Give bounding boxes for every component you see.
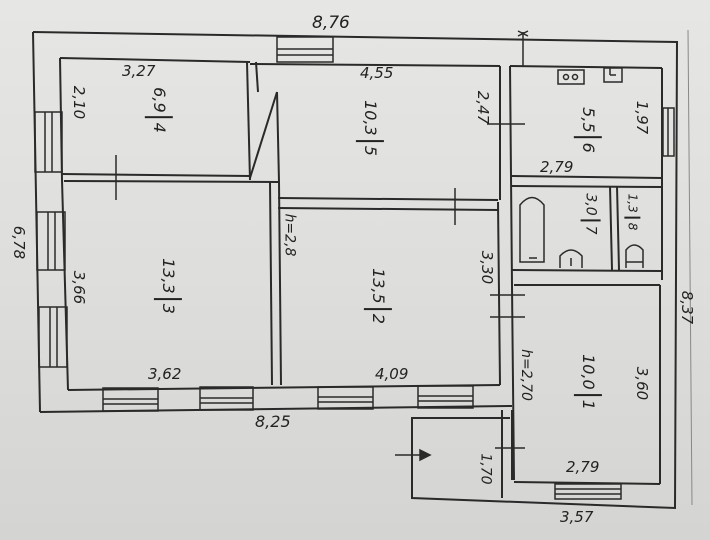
dim-bottom-right-width: 3,57: [560, 508, 594, 526]
dim-bottom-left-width: 8,25: [255, 412, 291, 431]
fraction-bar: [355, 139, 384, 142]
room-2-ceiling-height: h=2,8: [281, 213, 298, 257]
room-1-width: 2,79: [566, 458, 600, 476]
fraction-bar: [624, 216, 641, 219]
room-1-height: 3,60: [633, 366, 652, 401]
room-4-number: 4: [149, 122, 169, 133]
room-6-number: 6: [578, 142, 598, 153]
room-1-area: 10,0: [578, 354, 598, 390]
room-2-label: 13,5 2: [363, 268, 392, 324]
room-5-height: 2,47: [474, 90, 493, 125]
room-6-height: 1,97: [633, 100, 652, 135]
room-2-area: 13,5: [368, 268, 388, 304]
room-3-area: 13,3: [158, 258, 178, 294]
room-2-number: 2: [368, 313, 388, 324]
room-8-label: 1,3 8: [624, 193, 641, 231]
room-2-width: 4,09: [375, 365, 409, 383]
fraction-bar: [153, 297, 182, 300]
room-4-label: 6,9 4: [144, 87, 173, 133]
room-8-area: 1,3: [625, 193, 640, 213]
fraction-bar: [573, 393, 602, 396]
fraction-bar: [580, 219, 601, 222]
room-7-label: 3,0 7: [580, 193, 601, 235]
room-8-number: 8: [625, 222, 640, 231]
room-7-area: 3,0: [582, 193, 599, 216]
room-6-area: 5,5: [578, 107, 598, 133]
dim-left-height: 6,78: [10, 225, 29, 260]
room-1-label: 10,0 1: [573, 354, 602, 410]
room-4-width: 3,27: [122, 62, 156, 80]
room-3-label: 13,3 3: [153, 258, 182, 314]
room-1-number: 1: [578, 399, 598, 410]
room-3-height: 3,66: [70, 270, 89, 305]
entrance-depth: 1,70: [477, 453, 494, 485]
room-4-area: 6,9: [149, 87, 169, 113]
room-5-area: 10,3: [360, 100, 380, 136]
room-3-width: 3,62: [148, 365, 182, 383]
room-7-number: 7: [582, 225, 599, 235]
room-2-height: 3,30: [478, 250, 497, 285]
room-6-width: 2,79: [540, 158, 574, 176]
dim-top-width: 8,76: [312, 13, 350, 33]
room-3-number: 3: [158, 303, 178, 314]
room-5-number: 5: [360, 145, 380, 156]
fraction-bar: [363, 307, 392, 310]
room-4-height: 2,10: [70, 85, 89, 120]
fraction-bar: [573, 136, 602, 139]
dim-right-height: 8,37: [678, 290, 697, 325]
fraction-bar: [144, 116, 173, 119]
room-5-width: 4,55: [360, 64, 394, 82]
room-6-label: 5,5 6: [573, 107, 602, 153]
room-5-label: 10,3 5: [355, 100, 384, 156]
room-1-ceiling-height: h=2,70: [517, 349, 534, 401]
